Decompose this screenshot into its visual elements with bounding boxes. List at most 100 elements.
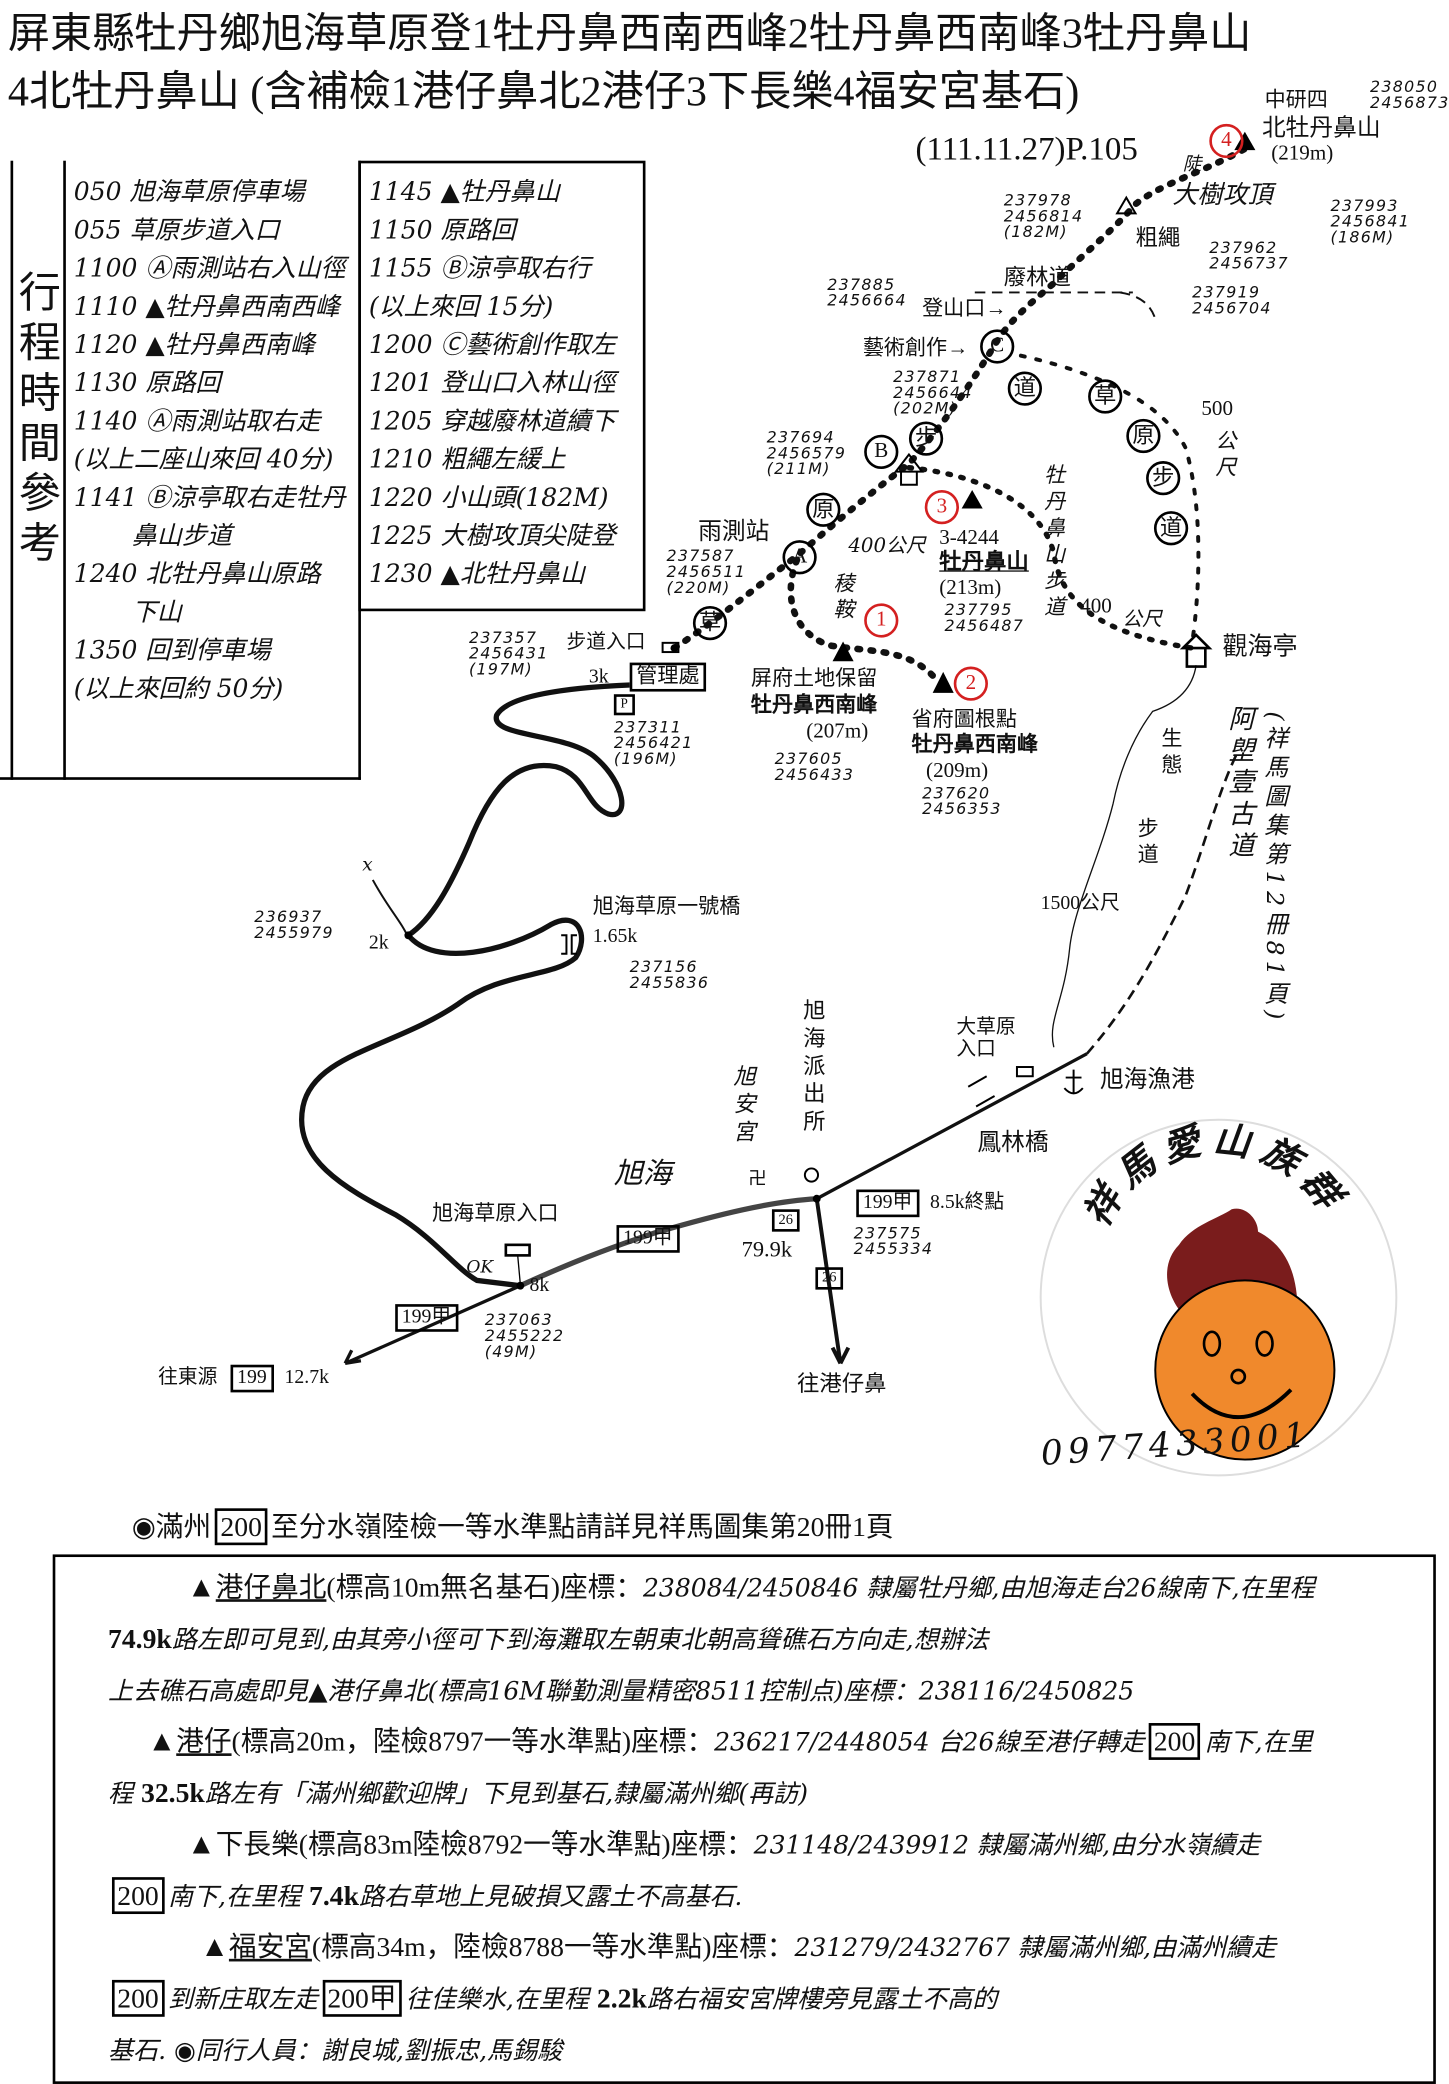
schedule-item: 1210 粗繩左緩上 [368,445,566,475]
side-trail-x [371,879,410,939]
police-station-icon [803,1167,820,1183]
trail-node [670,644,679,653]
note-text: 238084/2450846 隸屬牡丹鄉,由旭海走台26線南下,在里程 [642,1574,1315,1604]
date-page: (111.11.27)P.105 [915,131,1138,168]
note-line: ▲福安宮(標高34m，陸檢8788一等水準點)座標：231279/2432767… [68,1922,1420,1973]
map-label-km799: 79.9k [741,1236,793,1262]
map-label-b-cao: 草 [692,605,728,641]
map-label-coord-202: 237871 2456644 (202M) [893,367,973,418]
schedule-item: 1205 穿越廢林道續下 [368,407,616,437]
schedule-right-frame [358,160,646,612]
schedule-item: 1140 Ⓐ雨測站取右走 [73,407,321,437]
map-label-peak2-elev: (209m) [926,760,989,783]
note-text: 福安宮 [228,1931,312,1963]
sea-view-pavilion-icon [1179,633,1213,668]
map-label-parking: P [613,694,635,715]
triangle-marker: ▲ [187,1570,216,1604]
note-line: 程 32.5k路左有「滿州鄉歡迎牌」下見到基石,隸屬滿州鄉(再訪) [68,1768,1420,1819]
summit-sw-icon [932,671,954,693]
map-label-police: 旭海派出所 [799,998,825,1137]
note-text: 7.4k [309,1879,360,1912]
triangle-marker: ▲ [187,1827,216,1861]
note-line: ▲下長樂(標高83m陸檢8792一等水準點)座標：231148/2439912 … [68,1819,1420,1870]
note-text: 上去礁石高處即見▲港仔鼻北(標高16M聯勤測量精密8511控制点)座標：2381… [108,1676,1135,1706]
map-label-temple-sym: 卍 [748,1169,767,1190]
map-label-r199a-low: 199甲 [395,1304,458,1333]
note-text: 236217/2448054 台26線至港仔轉走 [714,1728,1145,1758]
map-label-peak1-note: 屏府土地保留 [750,667,878,691]
map-label-dist400b: 400 [1080,595,1112,618]
map-label-g-cao: 草 [1088,379,1123,414]
map-label-circle-a: A [782,540,817,575]
map-label-zy4: 中研四 [1264,89,1328,112]
note-line: 基石. ◉同行人員：謝良城,劉振忠,馬錫駿 [68,2025,1420,2076]
schedule-item: 055 草原步道入口 [73,216,280,246]
map-label-eco2: 步道 [1133,816,1157,870]
map-label-num2: 2 [953,666,988,701]
note-text: ◉滿州 [131,1510,212,1543]
note-text: 路右福安宮牌樓旁見露土不高的 [646,1985,998,2015]
map-label-old-road: 廢林道 [1003,264,1071,290]
summit-sw-west-icon [832,641,854,662]
note-line: ▲港仔(標高20m，陸檢8797一等水準點)座標：236217/2448054 … [68,1716,1420,1767]
schedule-item: (以上來回 15分) [368,292,554,322]
schedule-item: 1141 Ⓑ涼亭取右走牡丹 [73,483,346,513]
schedule-item: 1100 Ⓐ雨測站右入山徑 [73,254,346,284]
map-label-num1: 1 [864,603,899,638]
map-label-bridge1: 旭海草原一號橋 [592,895,741,919]
grass-entrance-sign-icon [504,1243,531,1257]
divider [10,160,14,780]
trail-node [812,1194,821,1203]
map-label-big-grass: 大草原 入口 [956,1016,1016,1060]
schedule-item: 1200 Ⓒ藝術創作取左 [368,330,616,360]
road-26-south [814,1198,851,1365]
map-label-coord-220: 237587 2456511 (220M) [666,546,747,597]
pavilion-b-icon [893,452,925,486]
schedule-heading: 行程時間參考 [13,270,61,571]
road-to-harbor [815,1052,1088,1201]
map-label-coord-737: 237962 2456737 [1209,238,1289,273]
map-label-peak3-elev: (213m) [939,576,1002,600]
map-label-dist400a: 400公尺 [848,533,926,558]
schedule-item: 1350 回到停車場 [73,636,271,666]
map-label-circle-b: B [864,434,899,469]
map-label-r199a-end: 199甲 [856,1189,919,1218]
map-label-ok: OK [466,1258,494,1278]
road-number-box: 200 [111,1979,165,2017]
map-label-shield26b: 26 [815,1267,844,1290]
road-number-box: 200甲 [322,1979,402,2017]
notes-box: ▲港仔鼻北(標高10m無名基石)座標：238084/2450846 隸屬牡丹鄉,… [52,1554,1436,2084]
note-text: 路左即可見到,由其旁小徑可下到海灘取左朝東北朝高聳礁石方向走,想辦法 [171,1625,989,1655]
map-label-coord-704: 237919 2456704 [1192,283,1272,318]
note-text: 路左有「滿州鄉歡迎牌」下見到基石,隸屬滿州鄉(再訪) [204,1779,808,1809]
map-label-peak1: 牡丹鼻西南峰 [750,694,878,717]
note-text: (標高10m無名基石)座標： [326,1571,643,1604]
note-text: 南下,在里程 [167,1882,310,1912]
note-line: 74.9k路左即可見到,由其旁小徑可下到海灘取左朝東北朝高聳礁石方向走,想辦法 [68,1614,1420,1665]
title-line-2: 4北牡丹鼻山 (含補檢1港仔鼻北2港仔3下長樂4福安宮基石) [7,67,1080,115]
map-label-b-bu: 步 [908,421,944,456]
schedule-item: 1150 原路回 [368,216,516,246]
logo-name-char: 山 [1211,1117,1254,1165]
map-label-temple: 旭安宮 [728,1064,755,1148]
map-label-km8: 8k [529,1275,550,1297]
logo-face-icon [1154,1279,1336,1461]
map-label-peak3: 牡丹鼻山 [939,549,1029,575]
map-label-b-yuan: 原 [806,492,841,527]
road-to-dongyuan [343,1284,522,1366]
schedule-item: 鼻山步道 [73,521,232,551]
main-trail [671,145,1249,652]
map-label-km165: 1.65k [592,926,638,948]
road-number-box: 200 [1148,1723,1201,1760]
note-text: (標高20m，陸檢8797一等水準點)座標： [231,1725,715,1758]
schedule-item: 1201 登山口入林山徑 [368,368,616,398]
map-label-coord-353: 237620 2456353 [922,783,1002,819]
note-text: 2.2k [596,1982,647,2015]
map-label-saddle: 稜鞍 [829,571,855,625]
map-label-art: 藝術創作→ [862,337,969,360]
map-label-coord-664: 237885 2456664 [827,275,907,310]
anchor-icon [1063,1069,1084,1095]
